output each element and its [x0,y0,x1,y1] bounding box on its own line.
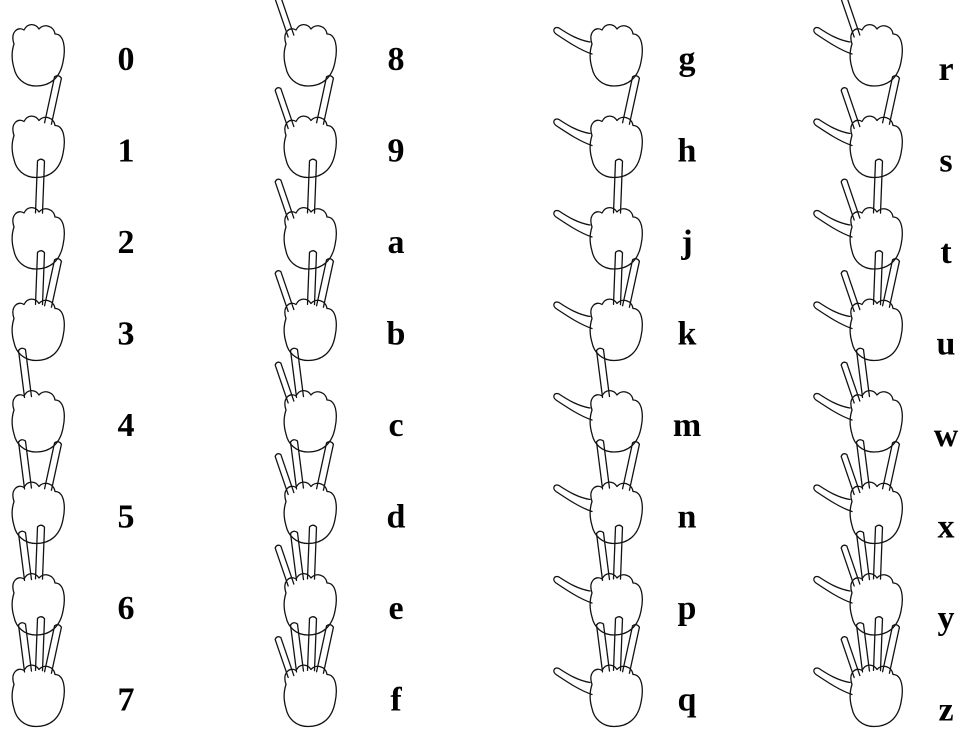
glyph-label: f [390,682,402,719]
glyph-label: x [938,509,955,546]
hand-icon [275,76,336,178]
hand-icon [814,159,902,269]
hand-icon [275,525,336,635]
glyph-label: g [679,41,696,78]
glyph-label: s [939,143,952,180]
glyph-label: w [934,417,959,454]
hand-m: m [554,348,701,452]
hand-icon [12,617,64,727]
hand-icon [554,159,642,269]
hand-c: c [275,348,403,452]
hand-icon [554,525,642,635]
hand-icon [12,251,64,361]
glyph-label: y [938,600,955,637]
hand-icon [814,617,902,727]
glyph-label: u [937,326,956,363]
hand-b: b [275,251,405,361]
hand-icon [554,440,642,544]
glyph-label: c [388,407,403,444]
hand-9: 9 [275,76,404,178]
hand-icon [554,25,642,86]
hand-w: w [814,348,959,454]
glyph-label: 3 [118,316,135,353]
hand-icon [814,0,902,86]
hand-4: 4 [12,348,134,452]
hand-icon [275,159,336,269]
glyph-label: e [388,590,403,627]
hand-icon [554,617,642,727]
hand-5: 5 [12,440,134,544]
hand-r: r [814,0,954,88]
glyph-label: 8 [388,41,405,78]
hand-icon [554,348,642,452]
hand-e: e [275,525,403,635]
hand-a: a [275,159,404,269]
hand-icon [275,617,336,727]
hand-icon [554,251,642,361]
glyph-label: a [388,224,405,261]
hand-8: 8 [275,0,404,86]
hand-g: g [554,25,696,86]
hand-icon [554,76,642,178]
glyph-label: 2 [118,224,135,261]
hand-icon [275,440,336,544]
hand-icon [814,76,902,178]
hand-7: 7 [12,617,134,727]
hand-s: s [814,76,953,180]
glyph-label: r [938,51,953,88]
glyph-label: 1 [118,133,135,170]
glyph-label: j [680,224,692,261]
hand-0: 0 [12,25,134,86]
glyph-label: 0 [118,41,135,78]
glyph-label: q [678,682,697,719]
hand-h: h [554,76,697,178]
hand-icon [814,348,902,452]
hand-6: 6 [12,525,134,635]
hand-icon [12,25,64,86]
hand-icon [12,348,64,452]
glyph-label: 9 [388,133,405,170]
glyph-label: d [387,499,406,536]
glyph-label: p [678,590,697,627]
hand-icon [814,525,902,635]
glyph-label: 4 [118,407,135,444]
hand-n: n [554,440,697,544]
glyph-label: t [940,234,952,271]
glyph-label: n [678,499,697,536]
glyph-label: b [387,316,406,353]
glyph-label: m [673,407,701,444]
hand-icon [275,0,336,86]
glyph-label: 7 [118,682,135,719]
hand-2: 2 [12,159,134,269]
hand-f: f [275,617,402,727]
glyph-label: z [938,692,953,729]
glyph-label: 5 [118,499,135,536]
glyph-label: 6 [118,590,135,627]
hand-icon [12,76,64,178]
hand-icon [814,251,902,361]
hand-icon [275,348,336,452]
hand-x: x [814,440,955,546]
hand-icon [814,440,902,544]
hand-1: 1 [12,76,134,178]
glyph-label: h [678,133,697,170]
hand-d: d [275,440,405,544]
hand-icon [275,251,336,361]
hand-3: 3 [12,251,134,361]
hand-icon [12,440,64,544]
glyph-label: k [678,316,697,353]
